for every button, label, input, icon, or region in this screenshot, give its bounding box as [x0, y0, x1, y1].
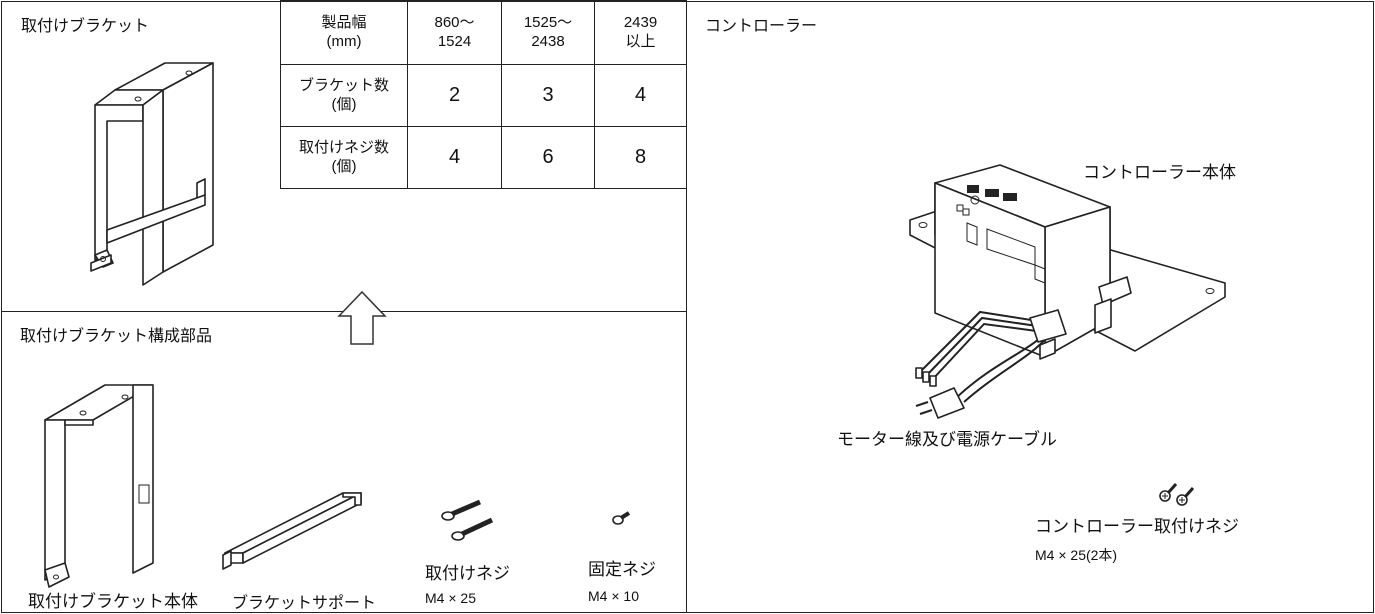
- spec-row: ブラケット数 (個) 2 3 4: [280, 64, 687, 127]
- assembled-bracket-illustration: [90, 62, 214, 286]
- bracket-body-label: 取付けブラケット本体: [28, 592, 198, 612]
- spec-value: 4: [594, 64, 687, 127]
- fix-screw-size: M4 × 10: [588, 588, 639, 604]
- spec-value: 4: [407, 126, 502, 189]
- bracket-title: 取付けブラケット: [21, 16, 150, 35]
- cable-label: モーター線及び電源ケーブル: [837, 430, 1057, 450]
- spec-header-cell: 1525〜 2438: [501, 0, 595, 65]
- spec-value: 3: [501, 64, 595, 127]
- spec-value: 8: [594, 126, 687, 189]
- spec-header-cell: 2439 以上: [594, 0, 687, 65]
- controller-screws-icon: [1159, 483, 1195, 506]
- controller-body-label: コントローラー本体: [1083, 163, 1236, 183]
- controller-title: コントローラー: [705, 16, 818, 35]
- spec-value: 2: [407, 64, 502, 127]
- spec-row: 取付けネジ数 (個) 4 6 8: [280, 126, 687, 189]
- spec-table: 製品幅 (mm) 860〜 1524 1525〜 2438 2439 以上 ブラ…: [280, 0, 687, 189]
- fix-screw-icon: [612, 511, 631, 525]
- spec-row-label: ブラケット数 (個): [280, 64, 408, 127]
- spec-header-cell: 860〜 1524: [407, 0, 502, 65]
- cable-illustration: [915, 309, 1067, 419]
- controller-screw-size: M4 × 25(2本): [1035, 547, 1118, 563]
- spec-value: 6: [501, 126, 595, 189]
- fix-screw-label: 固定ネジ: [588, 560, 656, 580]
- spec-header-cell: 製品幅 (mm): [280, 0, 408, 65]
- parts-title: 取付けブラケット構成部品: [20, 326, 213, 345]
- controller-panel: [686, 1, 1374, 613]
- spec-header-row: 製品幅 (mm) 860〜 1524 1525〜 2438 2439 以上: [280, 0, 687, 65]
- controller-illustration: [909, 164, 1226, 360]
- mount-screw-label: 取付けネジ: [425, 564, 510, 584]
- bracket-support-label: ブラケットサポート: [232, 593, 377, 612]
- spec-row-label: 取付けネジ数 (個): [280, 126, 408, 189]
- controller-screw-label: コントローラー取付けネジ: [1035, 517, 1239, 537]
- mount-screws-icon: [441, 499, 494, 541]
- bracket-support-illustration: [222, 492, 362, 570]
- up-arrow-icon: [337, 290, 387, 345]
- mount-screw-size: M4 × 25: [425, 590, 476, 606]
- bracket-body-illustration: [44, 384, 154, 588]
